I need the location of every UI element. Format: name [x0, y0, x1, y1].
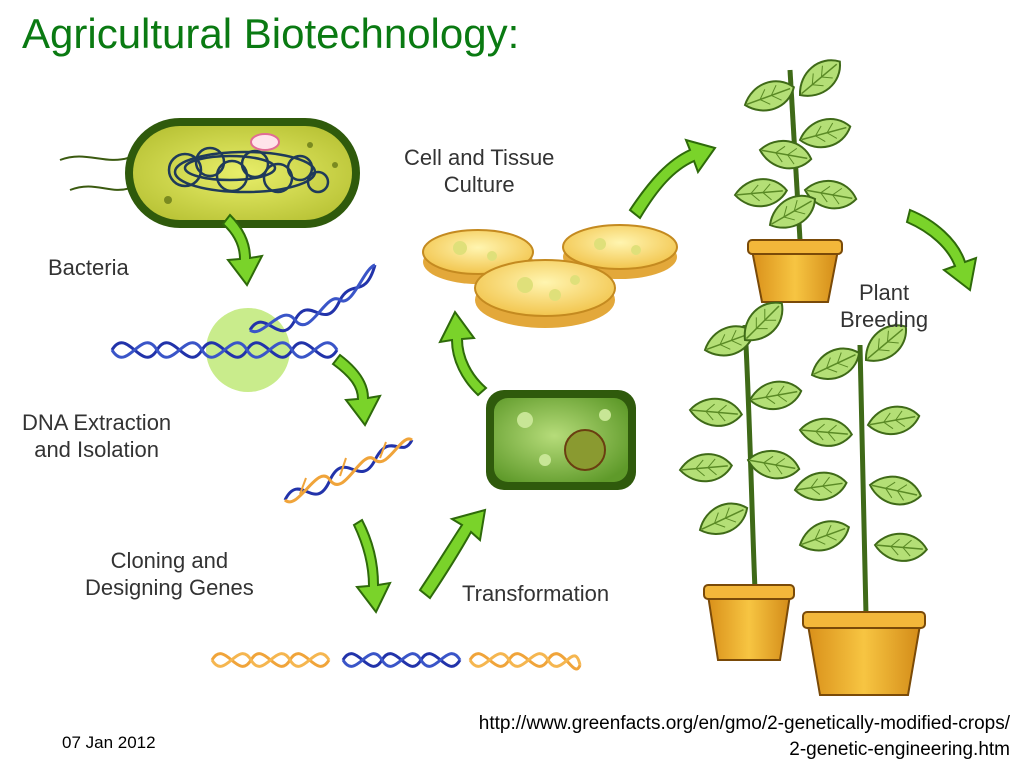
- footer-url-line2: 2-genetic-engineering.htm: [479, 737, 1010, 763]
- label-cloning: Cloning and Designing Genes: [85, 548, 254, 602]
- footer-date: 07 Jan 2012: [62, 733, 156, 753]
- label-plant-breeding: Plant Breeding: [840, 280, 928, 334]
- label-transformation: Transformation: [462, 581, 609, 608]
- label-dna-extraction: DNA Extraction and Isolation: [22, 410, 171, 464]
- label-dna-extraction-line1: DNA Extraction: [22, 410, 171, 437]
- dna-strand-cloned: [285, 439, 412, 502]
- label-cloning-line2: Designing Genes: [85, 575, 254, 602]
- petri-dishes: [423, 225, 677, 328]
- bacterium-illustration: [60, 118, 360, 228]
- label-cell-culture-line1: Cell and Tissue: [404, 145, 554, 172]
- label-plant-breeding-line2: Breeding: [840, 307, 928, 334]
- plant-pot-top: [734, 51, 859, 302]
- plant-cell-illustration: [486, 390, 636, 490]
- plants-bred: [679, 294, 928, 695]
- label-dna-extraction-line2: and Isolation: [22, 437, 171, 464]
- label-cell-culture-line2: Culture: [404, 172, 554, 199]
- dna-gene-segments: [212, 654, 580, 669]
- label-cell-culture: Cell and Tissue Culture: [404, 145, 554, 199]
- footer-url-line1: http://www.greenfacts.org/en/gmo/2-genet…: [479, 711, 1010, 737]
- label-plant-breeding-line1: Plant: [840, 280, 928, 307]
- footer-source-url[interactable]: http://www.greenfacts.org/en/gmo/2-genet…: [479, 711, 1010, 762]
- label-bacteria: Bacteria: [48, 255, 129, 282]
- label-cloning-line1: Cloning and: [85, 548, 254, 575]
